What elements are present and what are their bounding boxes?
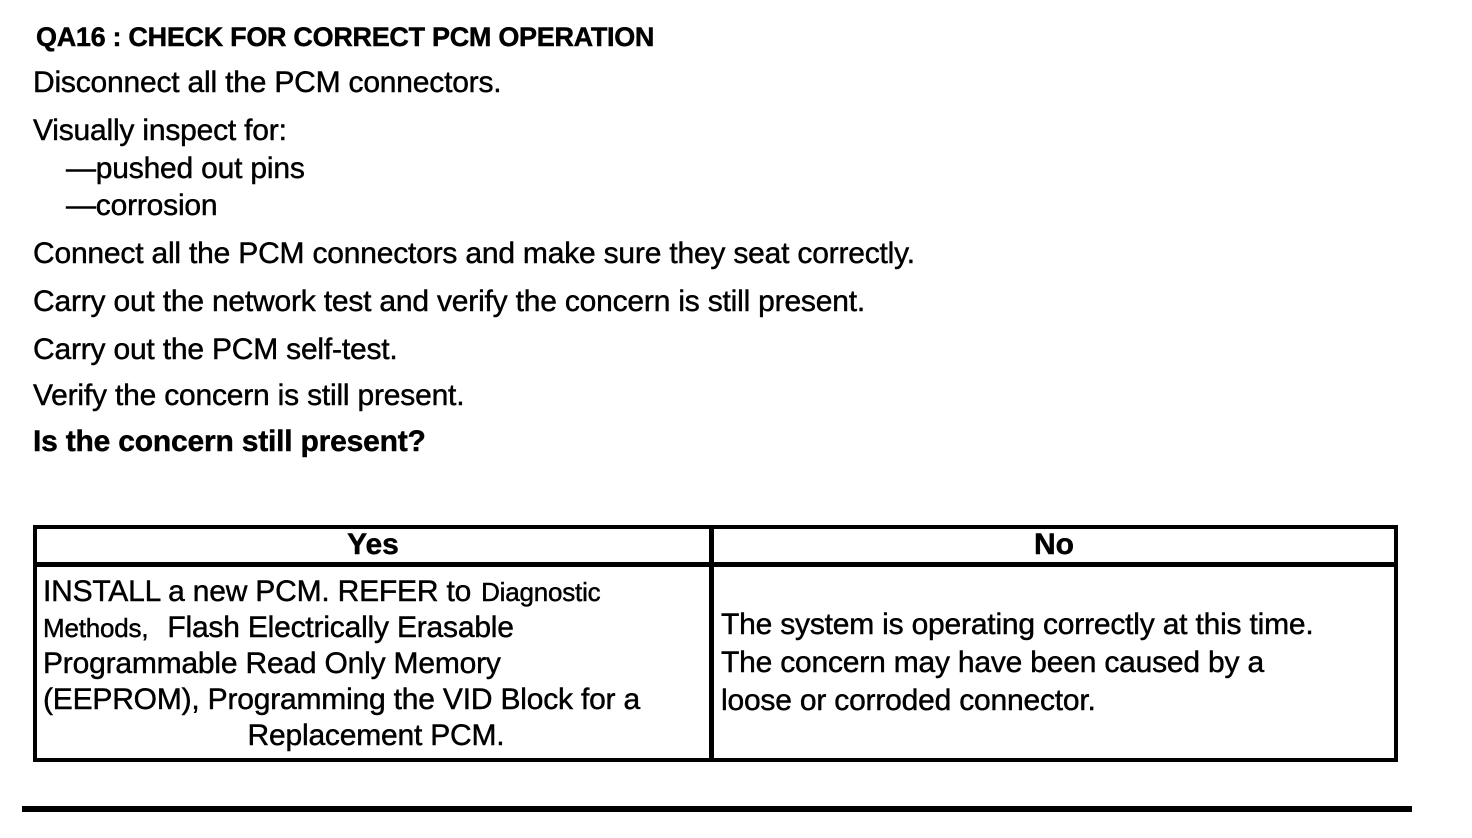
step-pushed-out-pins: —pushed out pins xyxy=(66,152,305,185)
yes-column-header: Yes xyxy=(37,529,714,567)
results-table: Yes No INSTALL a new PCM. REFER to Diagno… xyxy=(33,525,1398,762)
yes-cell-line: (EEPROM), Programming the VID Block for … xyxy=(43,683,641,716)
yes-cell-text-normal: Flash Electrically Erasable xyxy=(167,611,514,644)
yes-cell-line: Programmable Read Only Memory xyxy=(43,647,501,680)
yes-cell-line: Replacement PCM. xyxy=(247,719,505,752)
yes-cell-text-reference: Diagnostic xyxy=(481,577,601,607)
no-cell-line: The concern may have been caused by a xyxy=(721,645,1265,679)
step-network-test: Carry out the network test and verify th… xyxy=(33,285,866,318)
no-cell-line: loose or corroded connector. xyxy=(721,683,1096,717)
yes-result-cell: INSTALL a new PCM. REFER to Diagnostic Me… xyxy=(37,567,714,758)
yes-cell-text-normal: INSTALL a new PCM. REFER to xyxy=(43,575,472,608)
yes-cell-line: INSTALL a new PCM. REFER to Diagnostic xyxy=(43,574,709,610)
yes-cell-text-reference: Methods, xyxy=(43,613,149,643)
question-concern-present: Is the concern still present? xyxy=(33,425,426,458)
step-visually-inspect: Visually inspect for: xyxy=(33,114,287,147)
step-connect-connectors: Connect all the PCM connectors and make … xyxy=(33,237,916,270)
step-corrosion: —corrosion xyxy=(66,189,218,222)
page-title: QA16 : CHECK FOR CORRECT PCM OPERATION xyxy=(36,22,655,52)
no-column-header: No xyxy=(714,529,1394,567)
no-result-cell: The system is operating correctly at thi… xyxy=(714,567,1394,758)
yes-cell-line: Methods, Flash Electrically Erasable xyxy=(43,610,709,646)
page-bottom-rule xyxy=(22,806,1412,812)
step-disconnect-connectors: Disconnect all the PCM connectors. xyxy=(33,66,502,99)
step-pcm-self-test: Carry out the PCM self-test. xyxy=(33,333,398,366)
no-cell-line: The system is operating correctly at thi… xyxy=(721,607,1314,641)
step-verify-concern: Verify the concern is still present. xyxy=(33,379,465,412)
